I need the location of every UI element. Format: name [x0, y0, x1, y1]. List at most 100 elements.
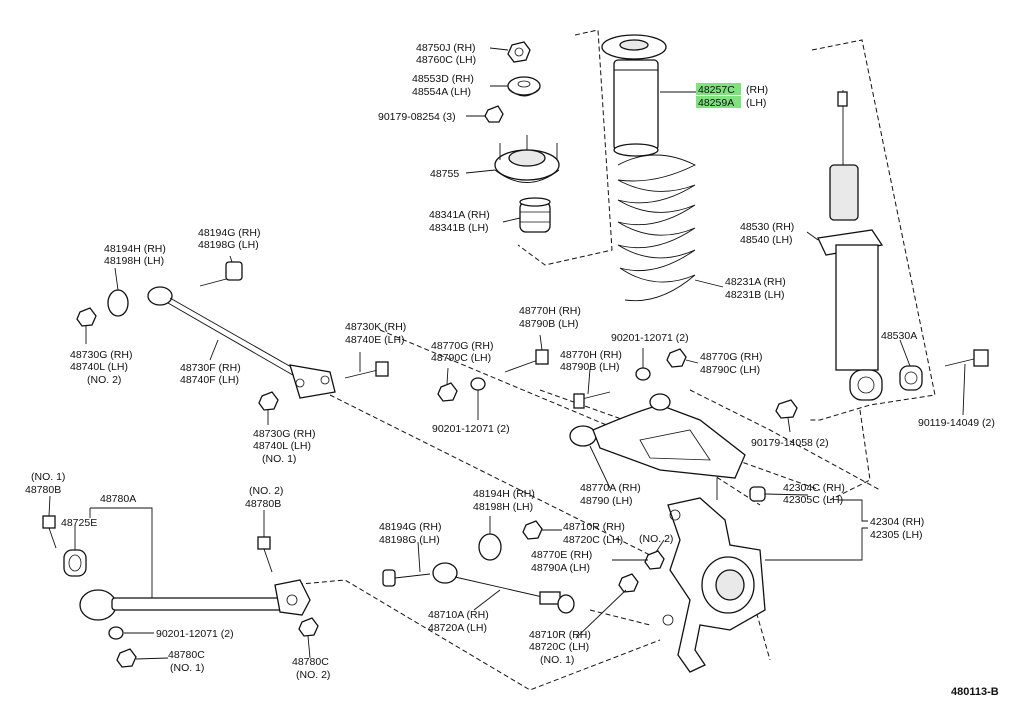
- svg-text:48730F (RH): 48730F (RH): [180, 362, 241, 374]
- leader-lines: [48, 47, 966, 660]
- nut-48730g-no1-icon: [258, 391, 279, 411]
- svg-text:48770G (RH): 48770G (RH): [700, 351, 762, 363]
- svg-text:48554A (LH): 48554A (LH): [412, 86, 471, 98]
- svg-text:42305 (LH): 42305 (LH): [870, 529, 923, 541]
- svg-text:48740F (LH): 48740F (LH): [180, 374, 239, 386]
- retainer-48553d-icon: [507, 76, 541, 97]
- svg-text:48194G (RH): 48194G (RH): [198, 227, 260, 239]
- svg-text:42304 (RH): 42304 (RH): [870, 516, 924, 528]
- svg-text:48770H (RH): 48770H (RH): [519, 305, 581, 317]
- svg-text:48770G (RH): 48770G (RH): [431, 340, 493, 352]
- svg-text:(NO. 1): (NO. 1): [31, 471, 65, 483]
- upper-control-arm-48770a-icon: [569, 393, 746, 500]
- svg-text:48725E: 48725E: [61, 517, 97, 529]
- svg-text:48720C (LH): 48720C (LH): [529, 641, 589, 653]
- svg-text:48710R (RH): 48710R (RH): [529, 629, 591, 641]
- label-48231a: 48231A (RH) 48231B (LH): [725, 276, 786, 301]
- svg-text:48194G (RH): 48194G (RH): [379, 521, 441, 533]
- bushing-42304c-icon: [749, 486, 766, 502]
- svg-text:48720A (LH): 48720A (LH): [428, 622, 487, 634]
- label-48194h-bot: 48194H (RH) 48198H (LH): [473, 488, 535, 513]
- shock-absorber-48530-icon: [817, 90, 884, 401]
- svg-text:48740L (LH): 48740L (LH): [253, 440, 311, 452]
- svg-text:48730G (RH): 48730G (RH): [253, 428, 315, 440]
- bushing-48725e-icon: [63, 549, 87, 577]
- cam-plate-48194h-bot-icon: [478, 533, 502, 561]
- svg-text:48790 (LH): 48790 (LH): [580, 495, 633, 507]
- svg-text:(NO. 2): (NO. 2): [87, 374, 121, 386]
- label-48770g-right: 48770G (RH) 48790C (LH): [700, 351, 762, 376]
- cam-plate-48194h-icon: [107, 289, 129, 317]
- svg-text:48231B (LH): 48231B (LH): [725, 289, 785, 301]
- svg-text:48780A: 48780A: [100, 493, 136, 505]
- nut-90179-08254-icon: [484, 105, 504, 123]
- svg-text:90179-08254 (3): 90179-08254 (3): [378, 111, 456, 123]
- lower-arm-48780a-icon: [79, 579, 311, 621]
- label-48780c-no1: 48780C (NO. 1): [168, 649, 205, 674]
- mount-48755-icon: [494, 135, 560, 183]
- bolt-48730k-icon: [344, 361, 389, 379]
- svg-text:48710R (RH): 48710R (RH): [563, 521, 625, 533]
- label-42304: 42304 (RH) 42305 (LH): [870, 516, 924, 541]
- svg-text:48770A (RH): 48770A (RH): [580, 482, 641, 494]
- bolt-90119-14049-icon: [944, 349, 989, 367]
- label-48780b-no1: (NO. 1) 48780B: [25, 471, 65, 496]
- svg-text:48790B (LH): 48790B (LH): [560, 361, 620, 373]
- svg-text:42304C (RH): 42304C (RH): [783, 482, 845, 494]
- nut-48710r-icon: [522, 520, 543, 540]
- bushing-48530a-icon: [899, 365, 923, 391]
- label-90201-12071-top: 90201-12071 (2): [611, 332, 689, 344]
- spring-bumper-boot-48257c-icon: [601, 34, 667, 157]
- washer-90201-12071-bot-icon: [108, 626, 124, 640]
- highlight-48259a: [696, 96, 741, 108]
- svg-text:(NO. 1): (NO. 1): [170, 662, 204, 674]
- washer-90201-12071-icon: [470, 377, 486, 391]
- cam-bolt-48194g-bot-icon: [382, 569, 431, 587]
- assembly-outline-shock: [808, 39, 936, 421]
- svg-text:48341A (RH): 48341A (RH): [429, 209, 490, 221]
- svg-text:(NO. 2): (NO. 2): [296, 669, 330, 681]
- svg-text:48755: 48755: [430, 168, 459, 180]
- svg-text:(NO. 2): (NO. 2): [249, 485, 283, 497]
- svg-text:90201-12071 (2): 90201-12071 (2): [156, 628, 234, 640]
- svg-text:(NO. 1): (NO. 1): [262, 453, 296, 465]
- nut-48710r-bot-icon: [618, 573, 639, 593]
- svg-text:48740E (LH): 48740E (LH): [345, 334, 405, 346]
- label-90179-14058: 90179-14058 (2): [751, 437, 829, 449]
- label-48730g-left: 48730G (RH) 48740L (LH) (NO. 2): [70, 349, 132, 386]
- svg-text:90201-12071 (2): 90201-12071 (2): [611, 332, 689, 344]
- svg-text:48710A (RH): 48710A (RH): [428, 609, 489, 621]
- label-48725e: 48725E: [61, 517, 97, 529]
- label-48770g-left: 48770G (RH) 48790C (LH): [431, 340, 493, 364]
- label-48770a: 48770A (RH) 48790 (LH): [580, 482, 641, 507]
- svg-text:(NO. 2): (NO. 2): [639, 533, 673, 545]
- svg-text:48257C: 48257C: [698, 84, 735, 96]
- svg-text:48760C (LH): 48760C (LH): [416, 54, 476, 66]
- nut-48770g-right-icon: [666, 348, 687, 368]
- svg-text:90179-14058 (2): 90179-14058 (2): [751, 437, 829, 449]
- svg-text:48198H (LH): 48198H (LH): [473, 501, 533, 513]
- cam-bolt-48194g-icon: [199, 261, 243, 287]
- label-48770e: 48770E (RH) 48790A (LH): [531, 549, 592, 574]
- label-48730k: 48730K (RH) 48740E (LH): [345, 321, 406, 346]
- label-48780a: 48780A: [100, 493, 136, 505]
- label-48780b-no2: (NO. 2) 48780B: [245, 485, 283, 510]
- bolt-48770h-mid-icon: [573, 391, 611, 409]
- highlight-48257c: [696, 83, 741, 95]
- label-48730f: 48730F (RH) 48740F (LH): [180, 362, 241, 386]
- upper-arm-48730f-icon: [147, 286, 336, 399]
- label-48730g-mid: 48730G (RH) 48740L (LH) (NO. 1): [253, 428, 315, 465]
- svg-text:(RH): (RH): [746, 84, 768, 96]
- svg-text:(LH): (LH): [746, 97, 766, 109]
- label-48710a: 48710A (RH) 48720A (LH): [428, 609, 489, 634]
- carrier-knuckle-42304-icon: [662, 497, 766, 673]
- label-48770h-top: 48770H (RH) 48790B (LH): [519, 305, 581, 330]
- coil-spring-48231a-icon: [617, 154, 697, 302]
- svg-text:48730G (RH): 48730G (RH): [70, 349, 132, 361]
- label-48530: 48530 (RH) 48540 (LH): [740, 221, 794, 246]
- svg-text:90119-14049 (2): 90119-14049 (2): [918, 417, 995, 429]
- label-42304c: 42304C (RH) 42305C (LH): [783, 482, 845, 506]
- label-48194g-bot: 48194G (RH) 48198G (LH): [379, 521, 441, 546]
- label-48770h-mid: 48770H (RH) 48790B (LH): [560, 349, 622, 373]
